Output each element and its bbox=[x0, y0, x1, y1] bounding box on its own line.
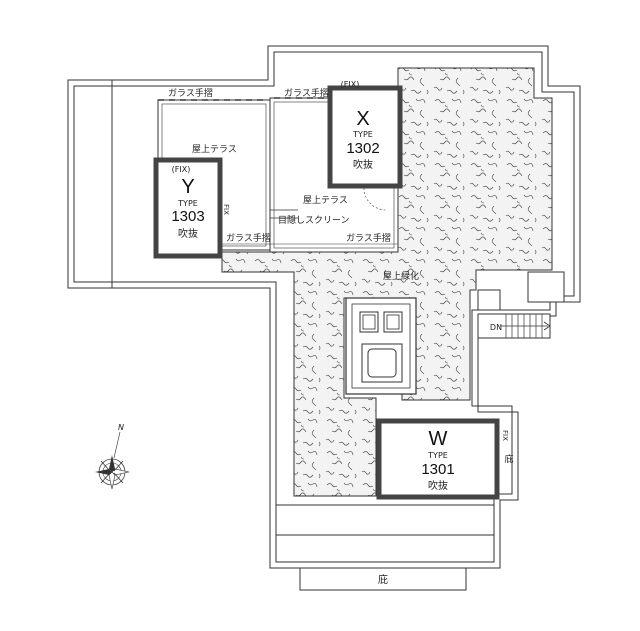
unit-y-number: 1303 bbox=[171, 208, 204, 225]
unit-w-letter: W bbox=[429, 428, 448, 450]
glass-railing-label-4: ガラス手摺 bbox=[346, 232, 391, 244]
unit-x-void: (FIX) X TYPE 1302 吹抜 bbox=[327, 80, 403, 189]
stairs-down-label: DN bbox=[490, 323, 502, 332]
eaves-right-label: 庇 bbox=[504, 453, 513, 465]
blind-screen-label: 目隠しスクリーン bbox=[278, 214, 350, 226]
outer-outline bbox=[67, 45, 581, 569]
fix-label-w: FIX bbox=[501, 430, 509, 441]
unit-y-void: (FIX) Y TYPE 1303 吹抜 bbox=[153, 157, 223, 259]
compass-north-label: N bbox=[118, 423, 124, 432]
rooftop-greening-label: 屋上緑化 bbox=[383, 270, 419, 282]
unit-x-type: TYPE bbox=[352, 130, 373, 139]
unit-x-letter: X bbox=[356, 108, 369, 130]
unit-x-fix: (FIX) bbox=[341, 80, 360, 89]
rooftop-terrace-label-left: 屋上テラス bbox=[192, 144, 237, 155]
rooftop-terrace-label-right: 屋上テラス bbox=[303, 195, 348, 206]
unit-w-number: 1301 bbox=[421, 461, 454, 478]
stairs-down: DN bbox=[477, 271, 565, 339]
compass-rose: N bbox=[95, 423, 130, 490]
unit-w-type: TYPE bbox=[427, 451, 448, 460]
eaves-bottom-label: 庇 bbox=[378, 573, 388, 586]
eaves-bottom: 庇 bbox=[299, 567, 467, 591]
unit-y-note: 吹抜 bbox=[178, 227, 198, 240]
unit-y-type: TYPE bbox=[177, 199, 198, 208]
glass-railing-label-3: ガラス手摺 bbox=[226, 232, 271, 244]
unit-w-void: W TYPE 1301 吹抜 bbox=[376, 418, 500, 500]
unit-x-number: 1302 bbox=[346, 140, 379, 157]
roof-vent-structure bbox=[345, 297, 417, 395]
glass-railing-label-2: ガラス手摺 bbox=[284, 87, 329, 99]
unit-y-letter: Y bbox=[181, 176, 194, 198]
unit-w-note: 吹抜 bbox=[428, 479, 448, 492]
glass-railing-label-1: ガラス手摺 bbox=[168, 87, 213, 99]
fix-label-y: FIX bbox=[222, 204, 230, 215]
unit-y-fix: (FIX) bbox=[172, 165, 191, 174]
unit-x-note: 吹抜 bbox=[353, 158, 373, 171]
